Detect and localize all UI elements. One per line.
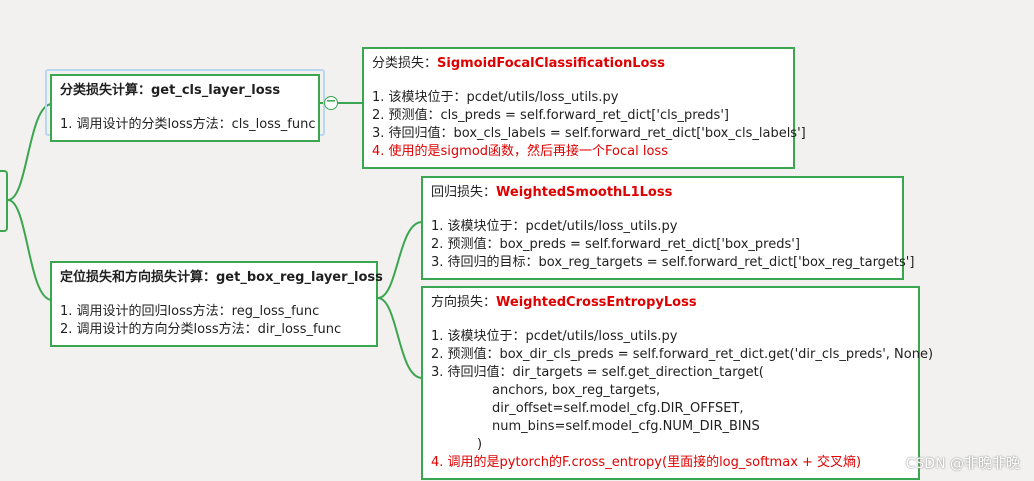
reg-calc-node[interactable]: 定位损失和方向损失计算：get_box_reg_layer_loss 1. 调用… bbox=[50, 261, 383, 347]
cls-calc-line-1: 1. 调用设计的分类loss方法：cls_loss_func bbox=[60, 117, 316, 132]
watermark: CSDN @非晚非晚 bbox=[905, 456, 1020, 472]
dir-loss-node[interactable]: 方向损失：WeightedCrossEntropyLoss 1. 该模块位于：p… bbox=[421, 286, 934, 480]
cls-loss-title: 分类损失：SigmoidFocalClassificationLoss bbox=[372, 56, 665, 71]
reg-calc-line-2: 2. 调用设计的方向分类loss方法：dir_loss_func bbox=[60, 322, 342, 337]
dir-loss-name: WeightedCrossEntropyLoss bbox=[496, 295, 697, 310]
connector-root-to-reg-calc bbox=[7, 199, 53, 301]
reg-loss-line-3: 3. 待回归的目标：box_reg_targets = self.forward… bbox=[431, 255, 915, 270]
collapse-toggle-icon[interactable]: − bbox=[324, 94, 338, 110]
reg-loss-line-2: 2. 预测值：box_preds = self.forward_ret_dict… bbox=[431, 237, 800, 252]
reg-calc-title: 定位损失和方向损失计算：get_box_reg_layer_loss bbox=[60, 270, 383, 285]
dir-loss-arg-2: dir_offset=self.model_cfg.DIR_OFFSET, bbox=[492, 401, 744, 416]
dir-loss-line-1: 1. 该模块位于：pcdet/utils/loss_utils.py bbox=[431, 329, 678, 344]
reg-calc-line-1: 1. 调用设计的回归loss方法：reg_loss_func bbox=[60, 304, 320, 319]
dir-loss-line-4: 4. 调用的是pytorch的F.cross_entropy(里面接的log_s… bbox=[431, 455, 862, 470]
dir-loss-title: 方向损失：WeightedCrossEntropyLoss bbox=[431, 295, 697, 310]
dir-loss-close-paren: ) bbox=[477, 437, 483, 452]
reg-loss-line-1: 1. 该模块位于：pcdet/utils/loss_utils.py bbox=[431, 219, 678, 234]
connector-reg-calc-to-dir-loss bbox=[377, 297, 423, 379]
cls-loss-node[interactable]: 分类损失：SigmoidFocalClassificationLoss 1. 该… bbox=[362, 47, 806, 169]
cls-loss-line-1: 1. 该模块位于：pcdet/utils/loss_utils.py bbox=[372, 90, 619, 105]
cls-loss-line-4: 4. 使用的是sigmod函数，然后再接一个Focal loss bbox=[372, 144, 668, 159]
reg-loss-node[interactable]: 回归损失：WeightedSmoothL1Loss 1. 该模块位于：pcdet… bbox=[421, 176, 915, 280]
cls-loss-line-2: 2. 预测值：cls_preds = self.forward_ret_dict… bbox=[372, 108, 729, 123]
cls-loss-line-3: 3. 待回归值：box_cls_labels = self.forward_re… bbox=[372, 126, 806, 141]
root-node-edge[interactable] bbox=[0, 170, 8, 232]
cls-calc-node[interactable]: 分类损失计算：get_cls_layer_loss 1. 调用设计的分类loss… bbox=[50, 74, 320, 142]
reg-loss-name: WeightedSmoothL1Loss bbox=[496, 185, 673, 200]
dir-loss-arg-1: anchors, box_reg_targets, bbox=[492, 383, 661, 398]
connector-root-to-cls-calc bbox=[7, 103, 53, 201]
reg-loss-title: 回归损失：WeightedSmoothL1Loss bbox=[431, 185, 673, 200]
cls-calc-title: 分类损失计算：get_cls_layer_loss bbox=[60, 83, 281, 98]
cls-loss-name: SigmoidFocalClassificationLoss bbox=[437, 56, 665, 71]
dir-loss-line-3: 3. 待回归值：dir_targets = self.get_direction… bbox=[431, 365, 764, 380]
dir-loss-line-2: 2. 预测值：box_dir_cls_preds = self.forward_… bbox=[431, 347, 934, 362]
dir-loss-arg-3: num_bins=self.model_cfg.NUM_DIR_BINS bbox=[492, 419, 760, 434]
connector-reg-calc-to-reg-loss bbox=[377, 221, 423, 299]
